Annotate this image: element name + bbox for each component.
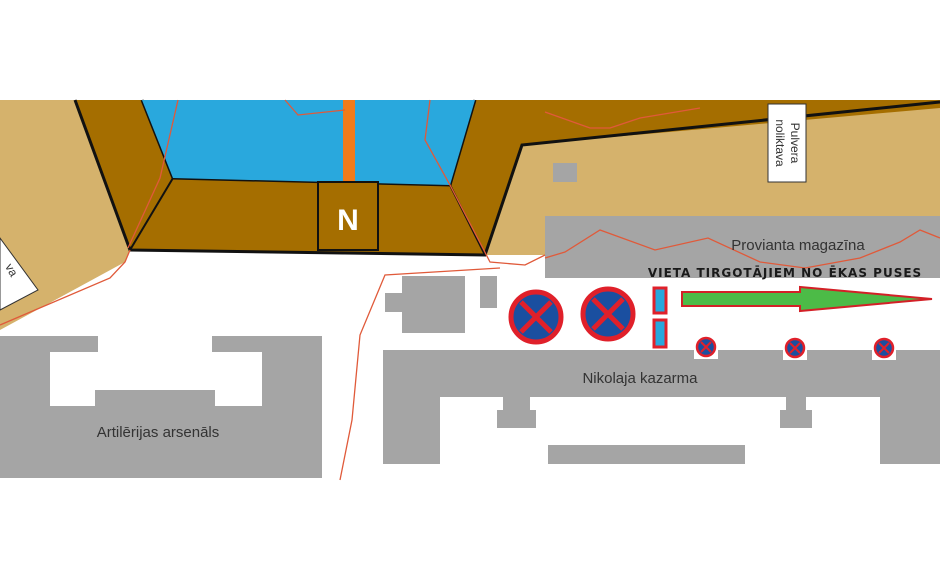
bridge xyxy=(343,100,355,182)
no-stopping-sign-small xyxy=(694,335,718,359)
stall-marker xyxy=(652,286,668,315)
provianta-magazina-building xyxy=(545,216,940,278)
fortification xyxy=(73,99,940,257)
boundary-line xyxy=(544,107,701,129)
no-stopping-sign-small xyxy=(783,336,807,360)
bastion-front-line xyxy=(129,177,174,251)
small-building xyxy=(480,276,497,308)
boundary-line xyxy=(424,99,546,266)
no-stopping-sign-small xyxy=(872,336,896,360)
fortification-left xyxy=(75,100,173,250)
provianta-magazina-label: Provianta magazīna xyxy=(731,237,865,254)
buildings xyxy=(0,163,940,478)
artillery-arsenal-building xyxy=(0,336,322,478)
moat-water xyxy=(142,100,475,185)
artillery-arsenal-label: Artilērijas arsenāls xyxy=(97,424,220,441)
boundary-line xyxy=(284,99,346,116)
boundary-line xyxy=(127,99,179,249)
powder-magazine-label-line2: noliktava xyxy=(773,119,787,167)
boundary-line xyxy=(0,249,131,326)
bastion-gate xyxy=(317,181,379,251)
nikolaja-kazarma-building xyxy=(383,350,940,464)
small-building xyxy=(553,163,577,182)
left-edge-label-box xyxy=(0,237,39,311)
sand-left xyxy=(0,100,130,330)
no-stopping-sign xyxy=(508,289,564,345)
vendor-notice: VIETA TIRGOTĀJIEM NO ĒKAS PUSES xyxy=(648,266,922,280)
fortification-bastion xyxy=(130,178,485,255)
powder-magazine-label-line1: Pulvera xyxy=(788,123,802,164)
nikolaja-kazarma-label: Nikolaja kazarma xyxy=(582,370,698,387)
bastion-label: N xyxy=(337,204,359,237)
stall-marker xyxy=(652,318,668,349)
powder-magazine-box xyxy=(767,103,807,183)
small-building xyxy=(385,276,465,333)
boundary-lines xyxy=(0,99,940,481)
boundary-line xyxy=(339,267,501,481)
direction-arrow xyxy=(681,285,933,313)
boundary-line xyxy=(544,229,940,269)
no-stopping-sign xyxy=(580,286,636,342)
